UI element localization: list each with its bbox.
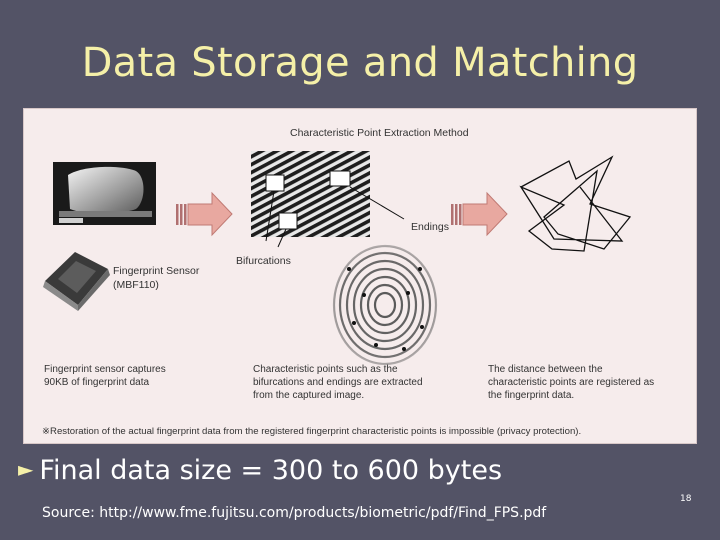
privacy-footnote: ※Restoration of the actual fingerprint d… [42, 426, 582, 437]
bullet-final-data-size: ►Final data size = 300 to 600 bytes [18, 455, 502, 486]
label-endings: Endings [411, 221, 449, 233]
sensor-label-line1: Fingerprint Sensor [113, 265, 200, 277]
figure-illustration [43, 151, 632, 367]
page-number: 18 [680, 494, 692, 504]
annotation-lines [265, 186, 405, 248]
caption-1-line2: 90KB of fingerprint data [44, 377, 150, 388]
caption-2-line3: from the captured image. [253, 390, 365, 401]
flow-arrow-2 [451, 191, 508, 237]
caption-2-line2: bifurcations and endings are extracted [253, 377, 423, 388]
source-citation: Source: http://www.fme.fujitsu.com/produ… [42, 505, 547, 521]
figure-panel: Characteristic Point Extraction Method [23, 108, 697, 444]
figure-heading: Characteristic Point Extraction Method [290, 127, 469, 139]
caption-2-line1: Characteristic points such as the [253, 364, 398, 375]
bullet-text: Final data size = 300 to 600 bytes [39, 455, 503, 486]
fingerprint-ridge-closeup [251, 151, 370, 237]
caption-3-line1: The distance between the [488, 364, 603, 375]
finger-on-sensor-photo [53, 162, 156, 225]
full-fingerprint-image [330, 243, 440, 367]
fingerprint-sensor-chip [43, 252, 110, 311]
label-bifurcations: Bifurcations [236, 255, 291, 267]
caption-3-line3: the fingerprint data. [488, 390, 575, 401]
characteristic-point-network [519, 155, 632, 252]
slide-title: Data Storage and Matching [81, 40, 639, 86]
flow-arrow-1 [176, 191, 233, 237]
sensor-label-line2: (MBF110) [113, 279, 159, 291]
triangle-right-icon: ► [18, 457, 34, 481]
caption-3-line2: characteristic points are registered as [488, 377, 655, 388]
caption-1-line1: Fingerprint sensor captures [44, 364, 166, 375]
